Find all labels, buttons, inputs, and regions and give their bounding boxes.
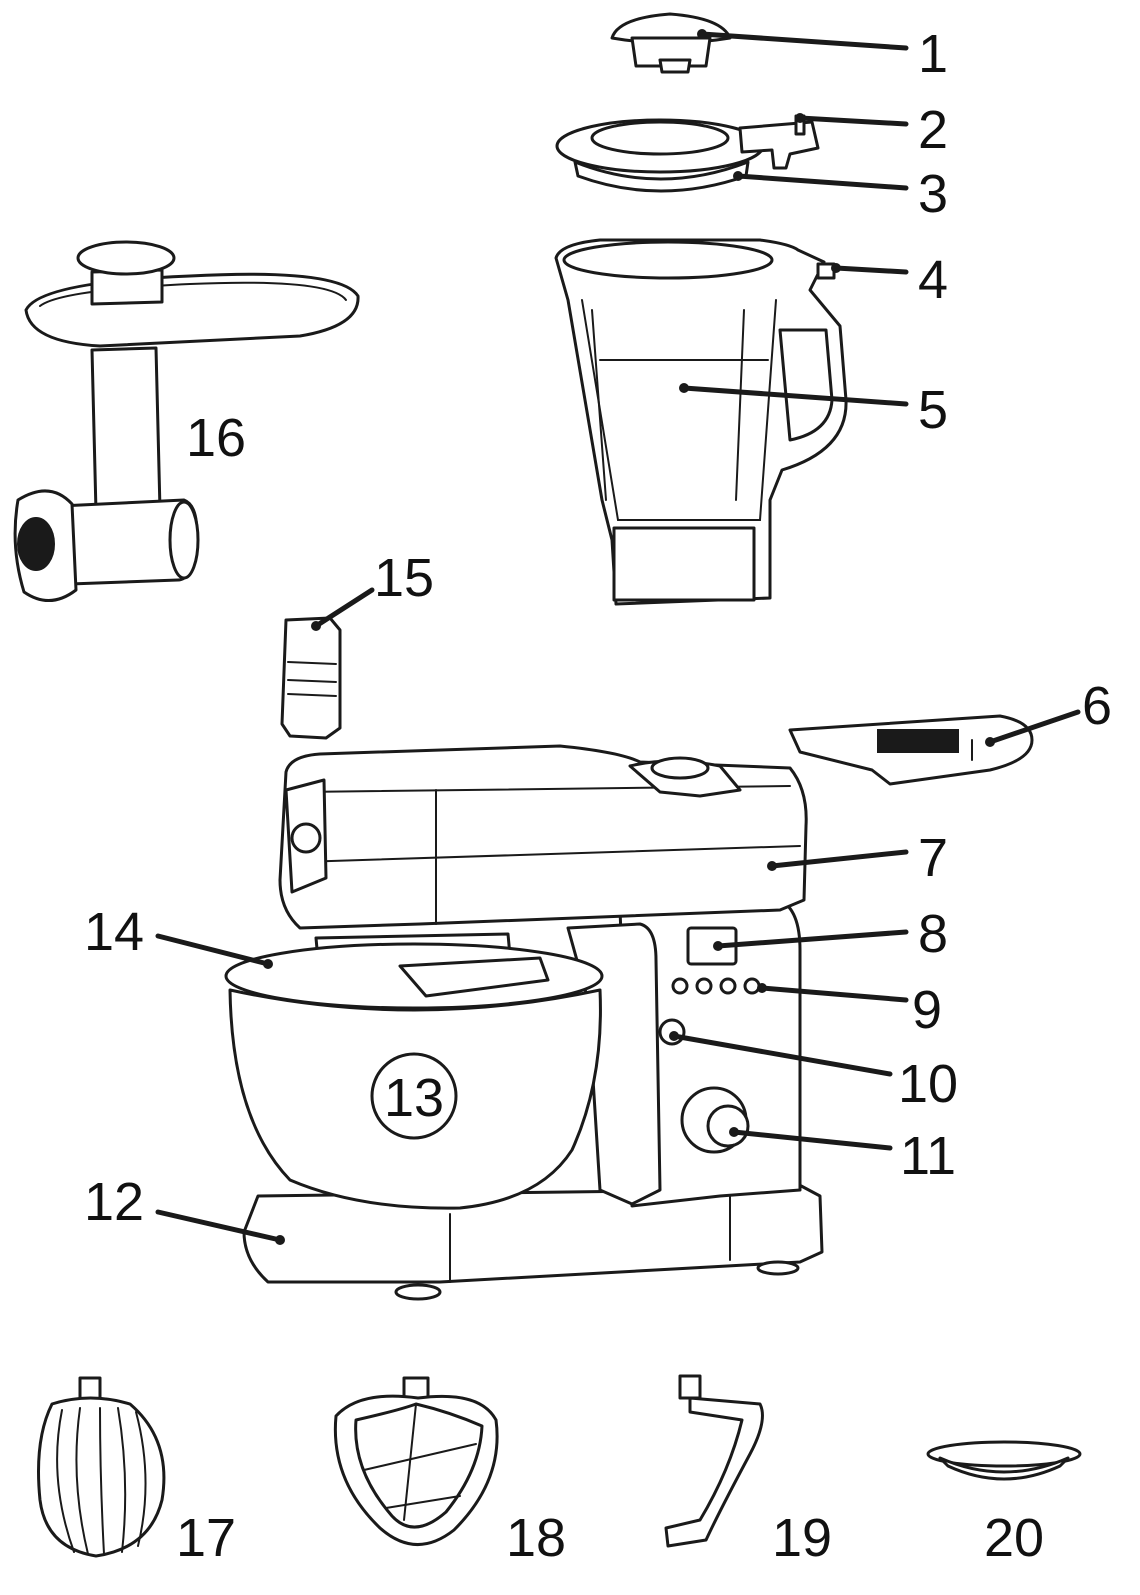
balloon-whisk-drawing xyxy=(37,1376,166,1558)
callout-11: 11 xyxy=(900,1126,956,1186)
callout-20: 20 xyxy=(984,1508,1044,1568)
callout-5: 5 xyxy=(918,380,948,440)
callout-19: 19 xyxy=(772,1508,832,1568)
callout-6: 6 xyxy=(1082,676,1112,736)
splash-guard-disc-drawing xyxy=(926,1440,1082,1481)
callout-numbers: 1 2 3 4 5 6 7 8 9 10 11 12 13 14 15 16 1… xyxy=(84,24,1112,1568)
callout-10: 10 xyxy=(898,1054,958,1114)
callout-18: 18 xyxy=(506,1508,566,1568)
stand-mixer-body-drawing xyxy=(224,744,824,1301)
callout-4: 4 xyxy=(918,250,948,310)
callout-1: 1 xyxy=(918,24,948,84)
callout-16: 16 xyxy=(186,408,246,468)
blender-lid-drawing xyxy=(555,114,820,193)
callout-7: 7 xyxy=(918,828,948,888)
callout-12: 12 xyxy=(84,1172,144,1232)
meat-grinder-drawing xyxy=(13,240,360,602)
blender-lid-cap-drawing xyxy=(610,12,732,74)
speed-outlet-cover-drawing xyxy=(280,616,342,740)
leader-lines xyxy=(155,29,1081,1245)
top-cover-drawing xyxy=(788,714,1034,786)
callout-9: 9 xyxy=(912,980,942,1040)
dough-hook-drawing xyxy=(664,1374,764,1548)
flat-beater-drawing xyxy=(333,1376,499,1546)
callout-2: 2 xyxy=(918,100,948,160)
callout-13: 13 xyxy=(384,1068,444,1128)
callout-3: 3 xyxy=(918,164,948,224)
callout-15: 15 xyxy=(374,548,434,608)
callout-17: 17 xyxy=(176,1508,236,1568)
blender-jar-drawing xyxy=(554,238,848,606)
callout-8: 8 xyxy=(918,904,948,964)
callout-14: 14 xyxy=(84,902,144,962)
